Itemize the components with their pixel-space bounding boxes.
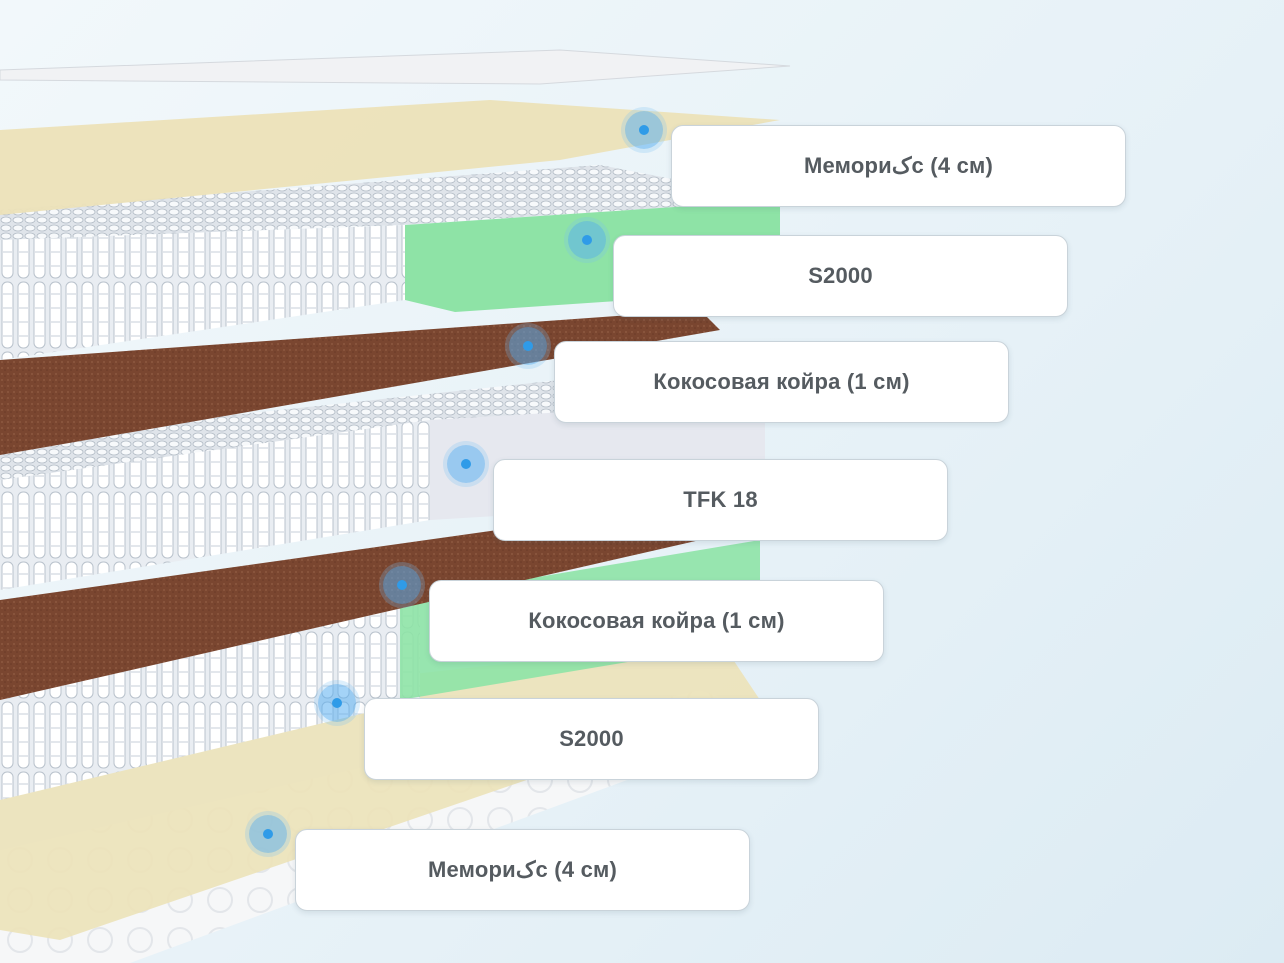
hotspot-tfk18[interactable]: [447, 445, 485, 483]
layer-label-card[interactable]: TFK 18: [493, 459, 948, 541]
layer-label: Кокосовая койра (1 см): [653, 369, 910, 394]
hotspot-bottom-memory-foam[interactable]: [249, 815, 287, 853]
hotspot-top-memory-foam[interactable]: [625, 111, 663, 149]
layer-label: TFK 18: [683, 487, 758, 512]
layer-label-card[interactable]: S2000: [613, 235, 1068, 317]
layer-label-card[interactable]: Мемориکс (4 см): [295, 829, 750, 911]
tfk-side-shape: [0, 420, 430, 590]
hotspot-lower-coir[interactable]: [383, 566, 421, 604]
bottom-spring-block-shape: [0, 600, 420, 800]
hotspot-bottom-s2000[interactable]: [318, 684, 356, 722]
top-spring-top-shape: [0, 165, 780, 240]
layer-label-card[interactable]: S2000: [364, 698, 819, 780]
layer-label: Мемориکс (4 см): [803, 153, 994, 178]
layer-label-card[interactable]: Мемориکс (4 см): [671, 125, 1126, 207]
layer-label: Кокосовая койра (1 см): [528, 608, 785, 633]
layer-label: Мемориکс (4 см): [427, 857, 618, 882]
top-cover-shape: [0, 49, 791, 85]
hotspot-upper-coir[interactable]: [509, 327, 547, 365]
hotspot-top-s2000[interactable]: [568, 221, 606, 259]
layer-label: S2000: [559, 726, 624, 751]
top-spring-side-shape: [0, 225, 405, 360]
top-memory-foam-shape: [0, 100, 780, 215]
lower-coir-shape: [0, 510, 700, 700]
layer-label-card[interactable]: Кокосовая койра (1 см): [429, 580, 884, 662]
layer-label-card[interactable]: Кокосовая койра (1 см): [554, 341, 1009, 423]
layer-label: S2000: [808, 263, 873, 288]
